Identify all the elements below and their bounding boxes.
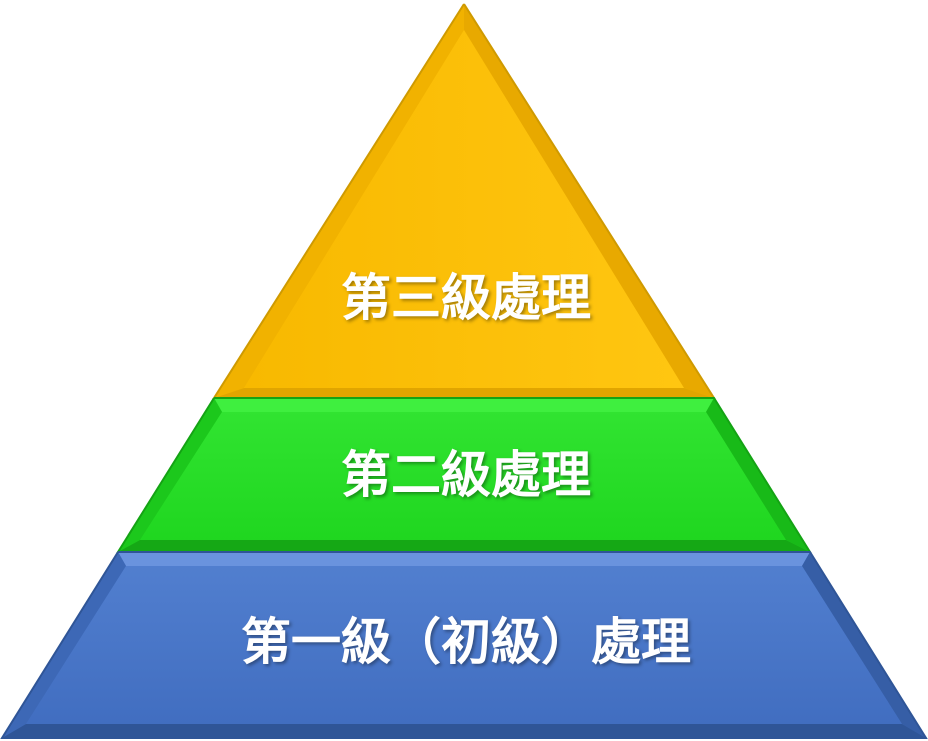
tier-bottom-bottom-bevel bbox=[2, 724, 926, 738]
tier-middle-bottom-bevel bbox=[118, 540, 810, 552]
tier-bottom-label: 第一級（初級）處理 bbox=[241, 613, 691, 671]
tier-top bbox=[212, 3, 716, 399]
tier-bottom-left-bevel bbox=[2, 552, 126, 738]
tier-bottom-right-bevel bbox=[802, 552, 926, 738]
tier-top-label: 第三級處理 bbox=[341, 269, 591, 327]
tier-top-face bbox=[244, 30, 684, 388]
tier-bottom bbox=[0, 551, 928, 739]
tier-middle-label: 第二級處理 bbox=[341, 446, 591, 504]
tier-middle-top-bevel bbox=[214, 398, 714, 412]
tier-middle bbox=[116, 397, 812, 553]
tier-top-bottom-bevel bbox=[214, 388, 714, 398]
tier-bottom-top-bevel bbox=[118, 552, 810, 566]
tier-middle-left-bevel bbox=[118, 398, 222, 552]
tier-middle-right-bevel bbox=[706, 398, 810, 552]
